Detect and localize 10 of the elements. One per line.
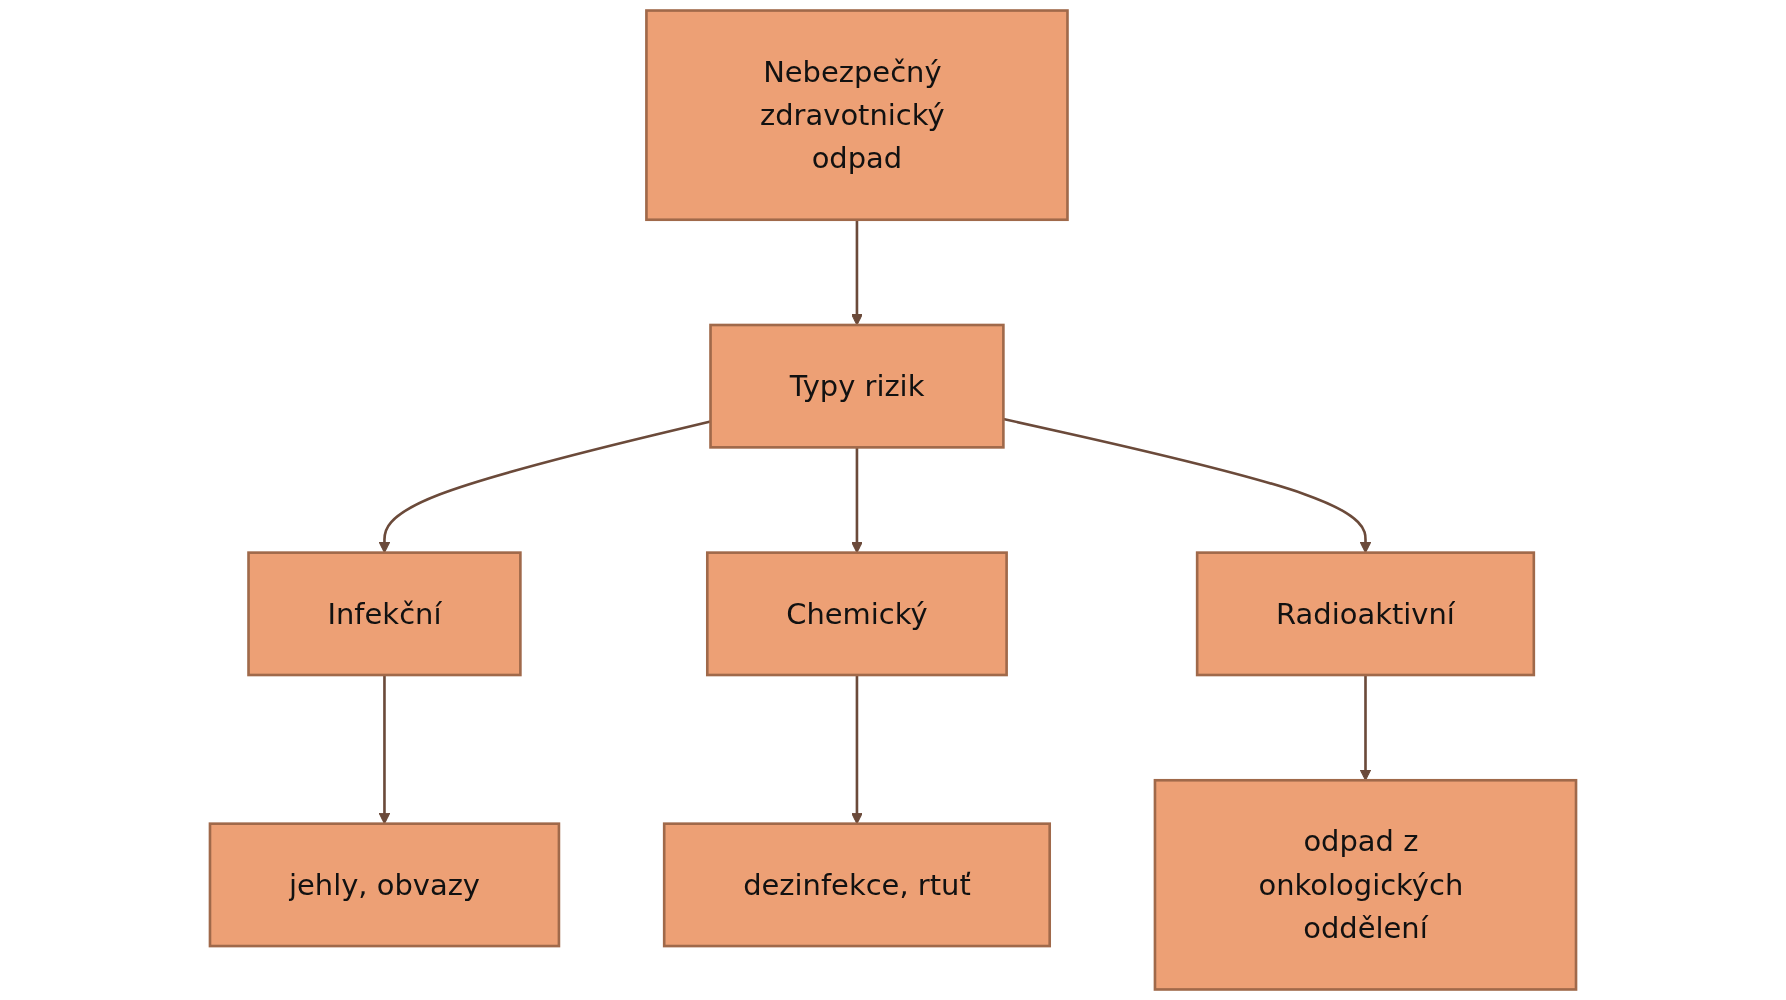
node-box: Infekční [247,551,522,677]
node-box: Radioaktivní [1195,551,1536,677]
arrow [1359,675,1372,781]
node-box: dezinfekce, rtuť [662,822,1051,948]
node-box: Nebezpečný zdravotnický odpad [645,9,1069,222]
node-box: jehly, obvazy [208,822,561,948]
node-box: Chemický [706,551,1008,677]
node-box: Typy rizik [709,323,1005,449]
node-box: odpad z onkologických oddělení [1153,778,1578,991]
arrow [851,219,863,326]
